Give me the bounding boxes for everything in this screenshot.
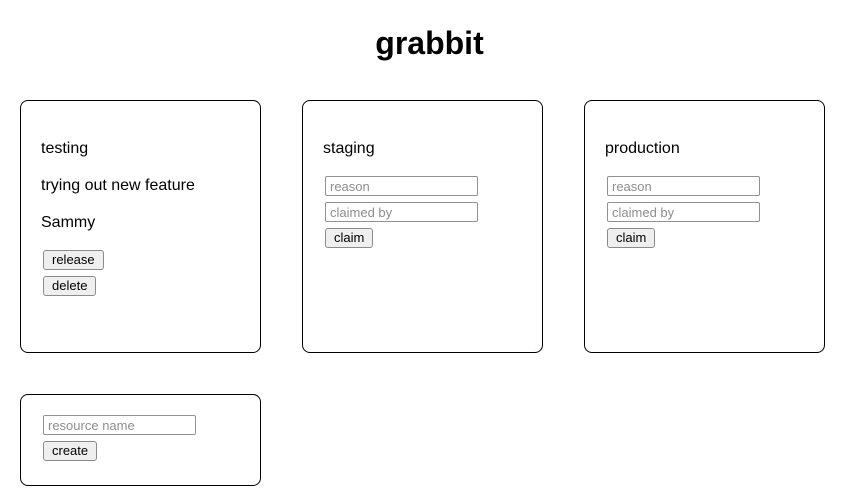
claimed-by: Sammy xyxy=(41,214,96,231)
resource-name-input[interactable] xyxy=(43,415,196,435)
resource-name: staging xyxy=(323,140,375,157)
app-title: grabbit xyxy=(375,25,484,61)
resources-row: testing trying out new feature Sammy rel… xyxy=(20,100,859,353)
resource-card-staging: staging claim xyxy=(302,100,543,353)
create-resource-card: create xyxy=(20,394,261,486)
staging-claim-button[interactable]: claim xyxy=(325,228,374,248)
create-button[interactable]: create xyxy=(43,441,98,461)
claim-reason: trying out new feature xyxy=(41,177,195,194)
resource-name: production xyxy=(605,140,680,157)
resource-card-production: production claim xyxy=(584,100,825,353)
staging-reason-input[interactable] xyxy=(325,176,478,196)
delete-button[interactable]: delete xyxy=(43,276,97,296)
production-claim-button[interactable]: claim xyxy=(607,228,656,248)
production-claimed-by-input[interactable] xyxy=(607,202,760,222)
release-button[interactable]: release xyxy=(43,250,104,270)
resource-name: testing xyxy=(41,140,89,157)
staging-claimed-by-input[interactable] xyxy=(325,202,478,222)
production-reason-input[interactable] xyxy=(607,176,760,196)
resource-card-testing: testing trying out new feature Sammy rel… xyxy=(20,100,261,353)
